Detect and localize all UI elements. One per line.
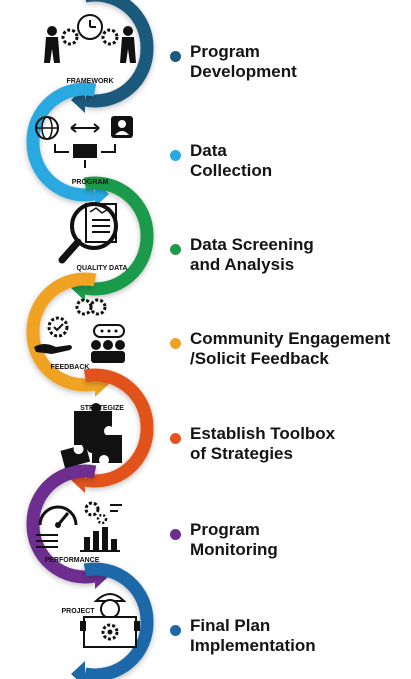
stage-title-line: of Strategies bbox=[190, 444, 293, 463]
icon-caption-5: STRATEGIZE bbox=[80, 405, 124, 412]
stage-title-line: Data bbox=[190, 141, 227, 160]
worker-gear-board-icon bbox=[80, 593, 140, 648]
magnifier-document-icon bbox=[58, 202, 118, 264]
stage-label-7: Final Plan Implementation bbox=[170, 616, 410, 656]
icon-caption-2: PROGRAM bbox=[72, 179, 109, 186]
stage-title-line: Collection bbox=[190, 161, 273, 180]
flow-arc-3 bbox=[83, 176, 154, 296]
icon-caption-4: FEEDBACK bbox=[51, 364, 90, 371]
flow-arc-2 bbox=[26, 82, 97, 202]
stage-title-line: Data Screening bbox=[190, 235, 314, 254]
icon-caption-1: FRAMEWORK bbox=[66, 78, 113, 85]
stage-bullet-4 bbox=[170, 338, 181, 349]
stage-title-line: Program bbox=[190, 520, 260, 539]
flow-arcs bbox=[26, 0, 154, 679]
stage-bullet-5 bbox=[170, 433, 181, 444]
stage-bullet-3 bbox=[170, 244, 181, 255]
stage-title-line: Implementation bbox=[190, 636, 316, 655]
stage-title-line: Final Plan bbox=[190, 616, 271, 635]
stage-title-line: Community Engagement bbox=[190, 329, 391, 348]
stage-title-line: Program bbox=[190, 42, 260, 61]
stage-title-7: Final Plan Implementation bbox=[190, 616, 316, 656]
stage-title-4: Community Engagement /Solicit Feedback bbox=[190, 329, 390, 369]
stage-bullet-6 bbox=[170, 529, 181, 540]
icon-caption-3: QUALITY DATA bbox=[77, 265, 128, 272]
flow-arrowhead-7 bbox=[71, 661, 85, 679]
stage-title-line: and Analysis bbox=[190, 255, 295, 274]
stage-title-line: Development bbox=[190, 62, 297, 81]
flow-arc-5 bbox=[83, 368, 154, 488]
flow-arc-6 bbox=[26, 464, 97, 584]
puzzle-icon bbox=[60, 403, 122, 469]
stage-title-6: Program Monitoring bbox=[190, 520, 278, 560]
gauge-barchart-icon bbox=[36, 501, 122, 552]
flow-arc-7 bbox=[83, 562, 154, 679]
stage-label-5: Establish Toolbox of Strategies bbox=[170, 424, 410, 464]
globe-user-flow-icon bbox=[35, 116, 133, 168]
flow-arc-4 bbox=[26, 272, 97, 392]
stage-label-2: Data Collection bbox=[170, 141, 410, 181]
icon-caption-6: PERFORMANCE bbox=[45, 557, 100, 564]
stage-title-line: Establish Toolbox bbox=[190, 424, 336, 443]
stage-title-1: Program Development bbox=[190, 42, 297, 82]
stage-label-6: Program Monitoring bbox=[170, 520, 410, 560]
hand-gear-people-icon bbox=[34, 298, 125, 363]
stage-bullet-2 bbox=[170, 150, 181, 161]
stage-label-4: Community Engagement /Solicit Feedback bbox=[170, 329, 410, 369]
icon-caption-7: PROJECT bbox=[61, 608, 95, 615]
stage-title-line: /Solicit Feedback bbox=[190, 349, 329, 368]
stage-title-line: Monitoring bbox=[190, 540, 278, 559]
stage-bullet-7 bbox=[170, 625, 181, 636]
stage-title-5: Establish Toolbox of Strategies bbox=[190, 424, 335, 464]
stage-label-1: Program Development bbox=[170, 42, 410, 82]
stage-title-3: Data Screening and Analysis bbox=[190, 235, 314, 275]
stage-title-2: Data Collection bbox=[190, 141, 272, 181]
flow-arc-1 bbox=[83, 0, 154, 108]
stage-bullet-1 bbox=[170, 51, 181, 62]
gears-clock-people-icon bbox=[44, 14, 136, 63]
stage-label-3: Data Screening and Analysis bbox=[170, 235, 410, 275]
